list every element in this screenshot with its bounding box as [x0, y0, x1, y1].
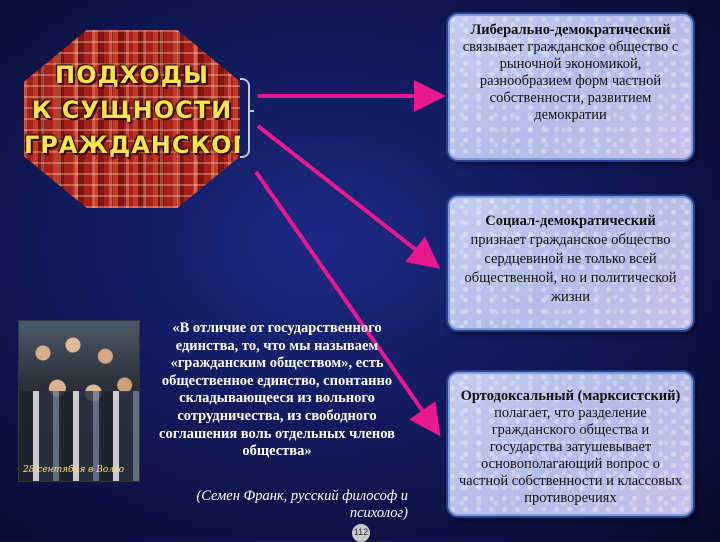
page-number: 112 — [352, 524, 370, 542]
crowd-photo: 28 сентября в Волго — [18, 320, 140, 482]
arrow-to-orthodox — [254, 170, 441, 437]
social-democratic-text: признает гражданское общество сердцевино… — [464, 232, 677, 305]
liberal-democratic-box: Либерально-демократический связывает гра… — [448, 14, 693, 160]
liberal-democratic-heading: Либерально-демократический — [470, 22, 671, 38]
photo-caption: 28 сентября в Волго — [23, 465, 125, 475]
arrow-to-social — [256, 124, 441, 269]
title-line-1: ПОДХОДЫ — [54, 61, 209, 89]
title-line-3: ГРАЖДАНСКОГО — [24, 131, 271, 159]
orthodox-marxist-box: Ортодоксальный (марксистский) полагает, … — [448, 372, 693, 516]
frank-quote: «В отличие от государственного единства,… — [159, 320, 395, 460]
orthodox-marxist-text: полагает, что разделение гражданского об… — [458, 405, 683, 506]
brace-decoration — [240, 78, 250, 158]
brace-tip — [248, 110, 254, 112]
quote-author: (Семен Франк, русский философ и психолог… — [196, 488, 408, 521]
title-badge-text: ПОДХОДЫ К СУЩНОСТИ ГРАЖДАНСКОГО — [24, 58, 240, 163]
orthodox-marxist-heading: Ортодоксальный (марксистский) — [460, 388, 681, 404]
social-democratic-heading: Социал-демократический — [485, 213, 656, 229]
liberal-democratic-text: связывает гражданское общество с рыночно… — [462, 39, 679, 123]
social-democratic-box: Социал-демократический признает гражданс… — [448, 196, 693, 330]
title-line-2: К СУЩНОСТИ — [31, 96, 233, 124]
title-badge: ПОДХОДЫ К СУЩНОСТИ ГРАЖДАНСКОГО — [24, 30, 240, 208]
